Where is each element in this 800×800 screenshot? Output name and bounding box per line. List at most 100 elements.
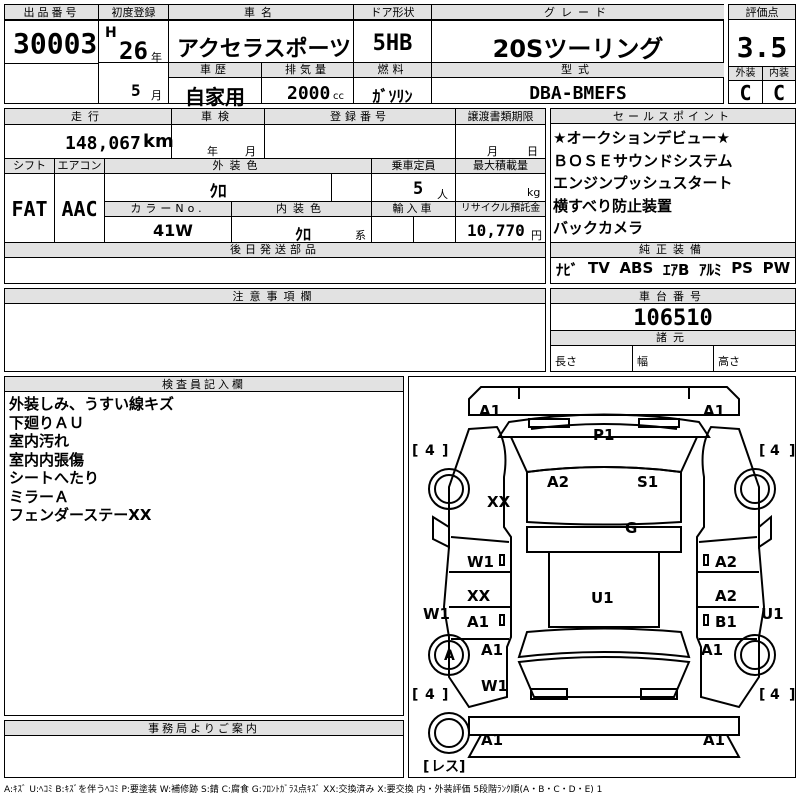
damage-mark: A2 <box>715 553 737 571</box>
remark-line: 室内内張傷 <box>9 450 85 469</box>
int-color-unit: 系 <box>355 229 366 242</box>
equipment-item: ﾅﾋﾞ <box>555 261 579 279</box>
inspection-month-unit: 月 <box>245 145 256 158</box>
damage-mark: U1 <box>761 605 784 623</box>
damage-mark: A1 <box>467 613 489 631</box>
mileage-unit: km <box>143 131 174 152</box>
inspection-year-unit: 年 <box>207 145 218 158</box>
grade-label: グレード <box>432 5 724 20</box>
sales-point-item: エンジンプッシュスタート <box>553 174 733 192</box>
ext-color-value: ｸﾛ <box>209 182 227 202</box>
recycle-label: リサイクル預託金 <box>456 202 545 216</box>
history-value: 自家用 <box>185 85 245 109</box>
mileage-label: 走行 <box>5 109 171 124</box>
sales-point-item: ★オークションデビュー★ <box>553 129 730 147</box>
ext-score: C <box>739 81 752 105</box>
svg-text:]: ] <box>459 759 465 775</box>
capacity-unit: 人 <box>437 188 448 201</box>
damage-mark: A1 <box>479 402 501 420</box>
recycle-unit: 円 <box>531 229 542 242</box>
svg-text:[: [ <box>759 443 765 459</box>
damage-mark: A1 <box>701 641 723 659</box>
equipment-item: TV <box>587 259 610 277</box>
lot-label: 出品番号 <box>5 5 98 20</box>
car-name-label: 車名 <box>169 5 353 20</box>
sales-points-label: セールスポイント <box>551 109 795 124</box>
ext-color-label: 外装色 <box>105 159 371 173</box>
capacity-label: 乗車定員 <box>372 159 455 173</box>
svg-text:]: ] <box>789 443 795 459</box>
equipment-item: ｱﾙﾐ <box>699 261 722 279</box>
mileage-value: 148,067 <box>65 133 141 154</box>
svg-text:[: [ <box>423 759 429 775</box>
damage-mark: P1 <box>593 426 614 444</box>
month-unit: 月 <box>151 89 162 102</box>
damage-mark: W1 <box>467 553 494 571</box>
inspection-label: 車検 <box>172 109 264 124</box>
reg-no-label: 登録番号 <box>265 109 455 124</box>
sales-points-panel: セールスポイント ★オークションデビュー★ ＢＯＳＥサウンドシステム エンジンプ… <box>550 108 796 284</box>
chassis-number: 106510 <box>633 306 713 331</box>
tire-tread-value: 4 <box>425 443 435 459</box>
ext-score-label: 外装 <box>729 67 762 80</box>
first-reg-era: H <box>105 25 117 41</box>
model-label: 型式 <box>432 63 724 77</box>
damage-mark: U1 <box>591 589 614 607</box>
door-type: 5HB <box>372 31 413 56</box>
office-panel: 事務局よりご案内 <box>4 720 404 778</box>
aircon-label: エアコン <box>55 159 104 173</box>
tire-tread-value: 4 <box>425 687 435 703</box>
displacement-label: 排気量 <box>262 63 353 77</box>
damage-mark: A2 <box>715 587 737 605</box>
damage-mark: A2 <box>547 473 569 491</box>
int-score: C <box>772 81 786 105</box>
damage-mark: S1 <box>637 473 658 491</box>
damage-mark: W1 <box>481 677 508 695</box>
remark-line: 外装しみ、うすい線キズ <box>9 395 175 413</box>
transfer-label: 譲渡書類期限 <box>456 109 545 124</box>
later-parts-label: 後日発送部品 <box>5 243 545 257</box>
equipment-item: ABS <box>619 259 654 277</box>
int-color-value: ｸﾛ <box>295 225 312 244</box>
fuel-label: 燃料 <box>354 63 431 77</box>
svg-text:[: [ <box>412 443 418 459</box>
office-label: 事務局よりご案内 <box>5 721 403 736</box>
remark-line: シートへたり <box>9 469 100 487</box>
sales-points-list: ★オークションデビュー★ ＢＯＳＥサウンドシステム エンジンプッシュスタート 横… <box>553 127 733 240</box>
notes-panel: 注意事項欄 <box>4 288 546 372</box>
first-reg-label: 初度登録 <box>99 5 168 20</box>
model-value: DBA-BMEFS <box>529 83 627 104</box>
history-label: 車歴 <box>169 63 261 77</box>
inspector-remarks: 外装しみ、うすい線キズ 下廻りＡＵ 室内汚れ 室内内張傷 シートへたり ミラーＡ… <box>9 395 174 525</box>
damage-mark: B1 <box>715 613 737 631</box>
notes-label: 注意事項欄 <box>5 289 545 304</box>
recycle-value: 10,770 <box>467 221 525 240</box>
car-damage-diagram: A1 A1 P1 A2 S1 XX G W1 A2 XX A1 U1 A2 B1… <box>412 386 795 775</box>
remark-line: フェンダーステーXX <box>9 506 152 524</box>
damage-diagram-panel: A1 A1 P1 A2 S1 XX G W1 A2 XX A1 U1 A2 B1… <box>408 376 796 778</box>
capacity-value: 5 <box>413 179 424 199</box>
damage-mark: A1 <box>703 731 725 749</box>
equipment-label: 純正装備 <box>551 243 795 257</box>
shift-label: シフト <box>5 159 54 173</box>
equipment-item: ｴｱB <box>662 261 690 279</box>
damage-legend: A:ｷｽﾞ U:ﾍｺﾐ B:ｷｽﾞを伴うﾍｺﾐ P:要塗装 W:補修跡 S:錆 … <box>4 785 603 795</box>
chassis-label: 車台番号 <box>551 289 795 304</box>
tire-tread-value: 4 <box>770 443 780 459</box>
int-color-label: 内装色 <box>232 202 371 216</box>
vehicle-details-panel: 走行 車検 登録番号 譲渡書類期限 148,067 km 年 月 月 日 シフト… <box>4 108 546 284</box>
int-score-label: 内装 <box>763 67 795 80</box>
inspector-panel: 検査員記入欄 外装しみ、うすい線キズ 下廻りＡＵ 室内汚れ 室内内張傷 シートへ… <box>4 376 404 716</box>
equipment-item: PS <box>731 259 753 277</box>
spec-height-label: 高さ <box>718 355 740 368</box>
equipment-list: ﾅﾋﾞ TV ABS ｴｱB ｱﾙﾐ PS PW <box>551 259 795 280</box>
svg-text:[: [ <box>412 687 418 703</box>
tire-damage-mark: A <box>444 648 455 664</box>
inspector-label: 検査員記入欄 <box>5 377 403 392</box>
damage-mark: W1 <box>423 605 450 623</box>
tire-tread-value: 4 <box>770 687 780 703</box>
vehicle-header-panel: 出品番号 初度登録 車名 ドア形状 グレード 30003 H 26 年 5 月 … <box>4 4 724 109</box>
spec-width-label: 幅 <box>637 355 648 368</box>
first-reg-year: 26 <box>119 37 148 65</box>
sales-point-item: ＢＯＳＥサウンドシステム <box>553 151 733 170</box>
